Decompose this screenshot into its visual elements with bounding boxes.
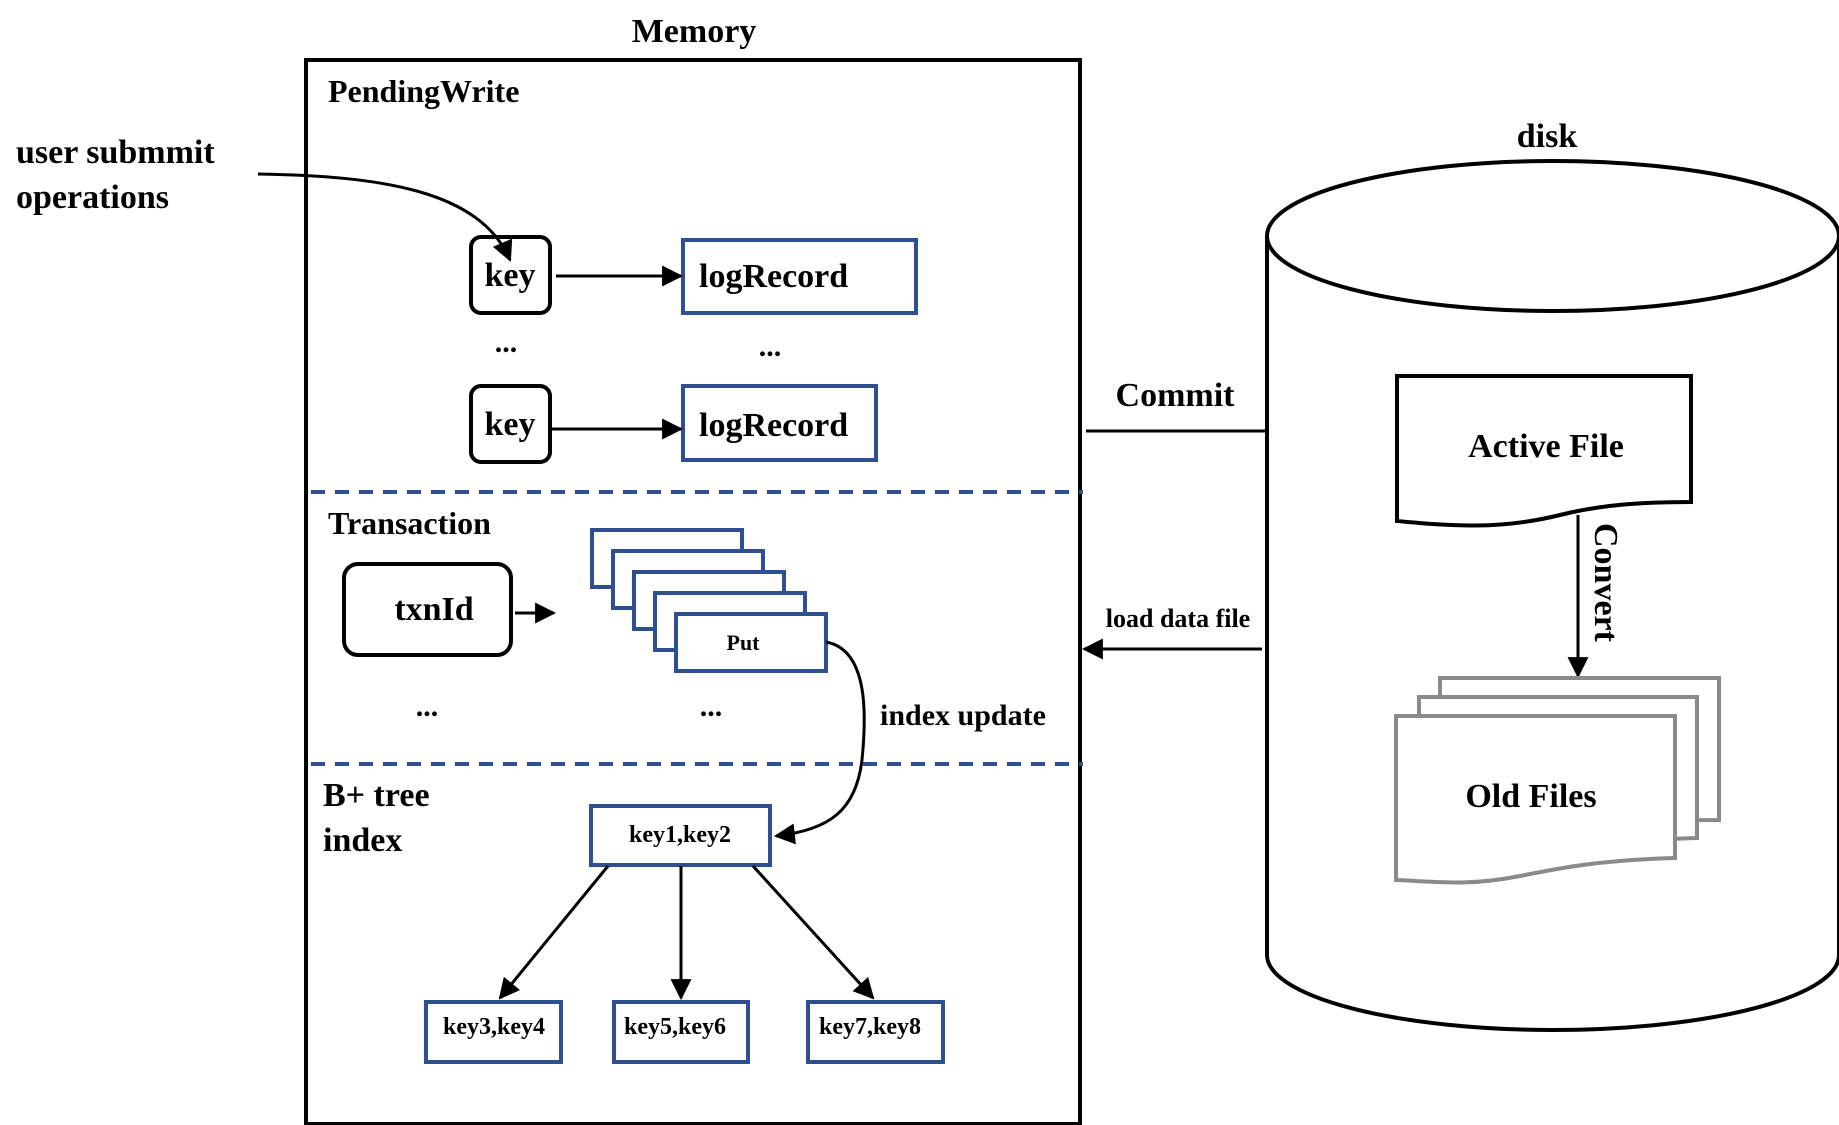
old-files-label: Old Files [1465, 778, 1596, 815]
key-label-2: key [485, 406, 536, 443]
op-put-label: Put [727, 630, 761, 655]
log-record-label-2: logRecord [699, 407, 848, 444]
log-record-box-1 [681, 238, 918, 315]
key-box-2 [469, 384, 552, 464]
btree-leaf-2 [612, 1000, 750, 1064]
key-box-1 [469, 235, 552, 315]
transaction-label: Transaction [328, 505, 491, 541]
disk-title: disk [1517, 118, 1578, 155]
index-update-arrow [773, 640, 866, 845]
user-submit-arrow [257, 172, 513, 262]
user-submit-line2: operations [16, 179, 169, 216]
index-update-label: index update [880, 699, 1046, 732]
memory-container [304, 58, 1082, 1125]
btree-leaf-label-3: key7,key8 [819, 1014, 921, 1040]
txn-id-label: txnId [394, 591, 473, 628]
txn-ellipsis-right: ... [700, 690, 723, 723]
txn-ellipsis-left: ... [416, 690, 439, 723]
disk-cylinder-top [1265, 159, 1839, 313]
convert-label: Convert [1587, 523, 1624, 643]
log-record-label-1: logRecord [699, 258, 848, 295]
user-submit-line1: user submmit [16, 134, 215, 171]
commit-label: Commit [1116, 377, 1236, 414]
key-label-1: key [485, 257, 536, 294]
txn-id-box [342, 562, 513, 657]
btree-edge-right [751, 864, 875, 1000]
log-record-box-2 [681, 384, 878, 462]
disk-cylinder-body [1265, 236, 1839, 1032]
active-file-label: Active File [1468, 428, 1624, 465]
memory-title: Memory [632, 13, 757, 50]
pending-ellipsis-left: ... [495, 326, 518, 359]
btree-leaf-3 [806, 1000, 945, 1064]
pending-write-label: PendingWrite [328, 73, 519, 109]
btree-leaf-label-1: key3,key4 [443, 1014, 545, 1040]
btree-root-node [589, 804, 772, 867]
btree-leaf-label-2: key5,key6 [624, 1014, 726, 1040]
load-data-file-label: load data file [1106, 604, 1250, 633]
btree-label-line2: index [323, 822, 402, 859]
pending-ellipsis-right: ... [759, 330, 782, 363]
op-put-box [674, 612, 828, 673]
btree-leaf-1 [424, 1000, 563, 1064]
active-file-shape [1395, 374, 1693, 528]
btree-edge-left [498, 865, 610, 1000]
btree-label-line1: B+ tree [323, 777, 430, 814]
btree-root-label: key1,key2 [629, 822, 731, 848]
old-file-stack-1 [1394, 714, 1677, 885]
